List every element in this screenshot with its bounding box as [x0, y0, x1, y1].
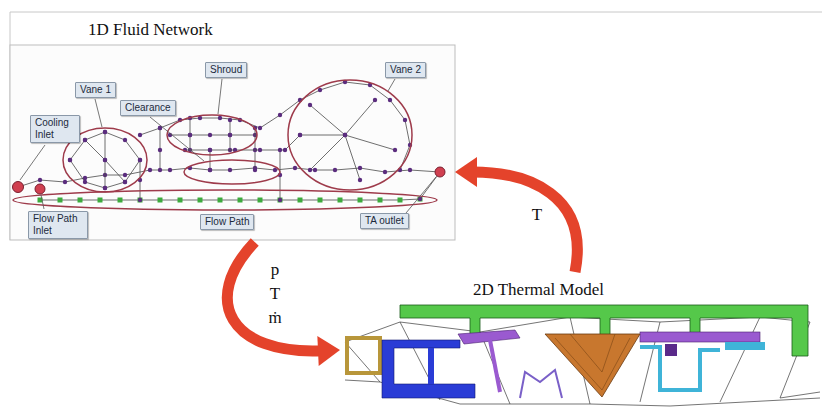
callout-label: Vane 1 [80, 84, 111, 96]
arrow-shaft [227, 242, 322, 351]
callout-box: Flow Path Inlet [28, 211, 88, 239]
group-ring [167, 115, 257, 155]
upper-chain [140, 82, 410, 170]
mesh-line [670, 398, 820, 406]
outlet-point [435, 167, 445, 177]
arrow-label-box: T [528, 203, 546, 227]
group-ring [288, 80, 412, 190]
link-chain [140, 160, 141, 200]
vane-network [300, 135, 345, 170]
link-chain [160, 128, 161, 170]
vane-part [640, 347, 720, 390]
arrow-label-box: p T ṁ [266, 258, 284, 330]
mesh-line [480, 332, 510, 404]
callout-label: Cooling Inlet [35, 117, 75, 141]
leader-line [388, 79, 395, 91]
shroud-chain [170, 135, 255, 136]
model-ground [340, 300, 822, 410]
callout-box: Vane 1 [75, 82, 116, 98]
callout-label: Vane 2 [390, 64, 421, 76]
callout-box: Clearance [120, 100, 176, 116]
callout-box: Vane 2 [385, 62, 426, 78]
callout-label: TA outlet [365, 215, 404, 227]
link-chain [210, 150, 211, 170]
diagram-panel: 1D Fluid NetworkShroudVane 1 Vane 2 Cleara… [10, 10, 455, 242]
exchange-label: p T ṁ [266, 258, 284, 330]
fluid-network-drawing [10, 45, 455, 240]
flow-path-chain [40, 199, 420, 200]
seal-part [347, 338, 380, 373]
thermal-model-drawing [340, 300, 822, 410]
shroud-chain [230, 120, 231, 150]
leader-line [95, 99, 102, 127]
vane-part [428, 348, 434, 384]
callout-box: Shroud [205, 62, 247, 78]
vane-part [382, 340, 475, 398]
shroud-chain [190, 118, 191, 150]
panel-heading: 1D Fluid Network [88, 20, 213, 40]
group-ring [184, 160, 280, 184]
support-part [640, 332, 760, 342]
rim-part [520, 370, 562, 398]
vane-network [345, 135, 395, 180]
shroud-chain [255, 128, 256, 170]
leader-line [218, 79, 222, 114]
small-part [665, 344, 677, 356]
support-part [490, 340, 500, 392]
vane-part [725, 342, 765, 350]
clearance-chain [185, 135, 300, 150]
arrow-head [455, 157, 477, 187]
callout-box: TA outlet [360, 213, 409, 229]
frame-line [10, 12, 822, 13]
inlet-point [35, 184, 45, 194]
leader-line [20, 145, 45, 180]
callout-label: Clearance [125, 102, 171, 114]
group-ring [13, 190, 437, 210]
network-panel [10, 45, 455, 240]
inlet-point [13, 182, 24, 193]
mesh-line [720, 317, 760, 402]
mesh-line [345, 380, 380, 382]
flow-arrow [227, 242, 340, 366]
callout-box: Cooling Inlet [30, 115, 80, 143]
vane-network [310, 100, 375, 135]
diagram-panel: 2D Thermal Model [340, 272, 822, 410]
callout-label: Flow Path Inlet [33, 213, 83, 237]
leader-line [406, 177, 436, 213]
leader-line [41, 195, 44, 209]
shroud-mesh [570, 334, 615, 372]
mesh-line [460, 404, 590, 405]
callout-label: Shroud [210, 64, 242, 76]
leader-line [150, 117, 204, 161]
shroud-mesh [555, 338, 630, 390]
link-chain [280, 150, 281, 200]
callout-box: Flow Path [200, 214, 254, 230]
vane-network [85, 140, 125, 182]
panel-heading: 2D Thermal Model [473, 280, 604, 300]
exchange-label: T [528, 203, 546, 227]
arrow-shaft [473, 172, 578, 272]
callout-label: Flow Path [205, 216, 249, 228]
flow-arrow [455, 157, 577, 272]
arrow-head [317, 336, 340, 366]
vane-network [70, 132, 140, 188]
